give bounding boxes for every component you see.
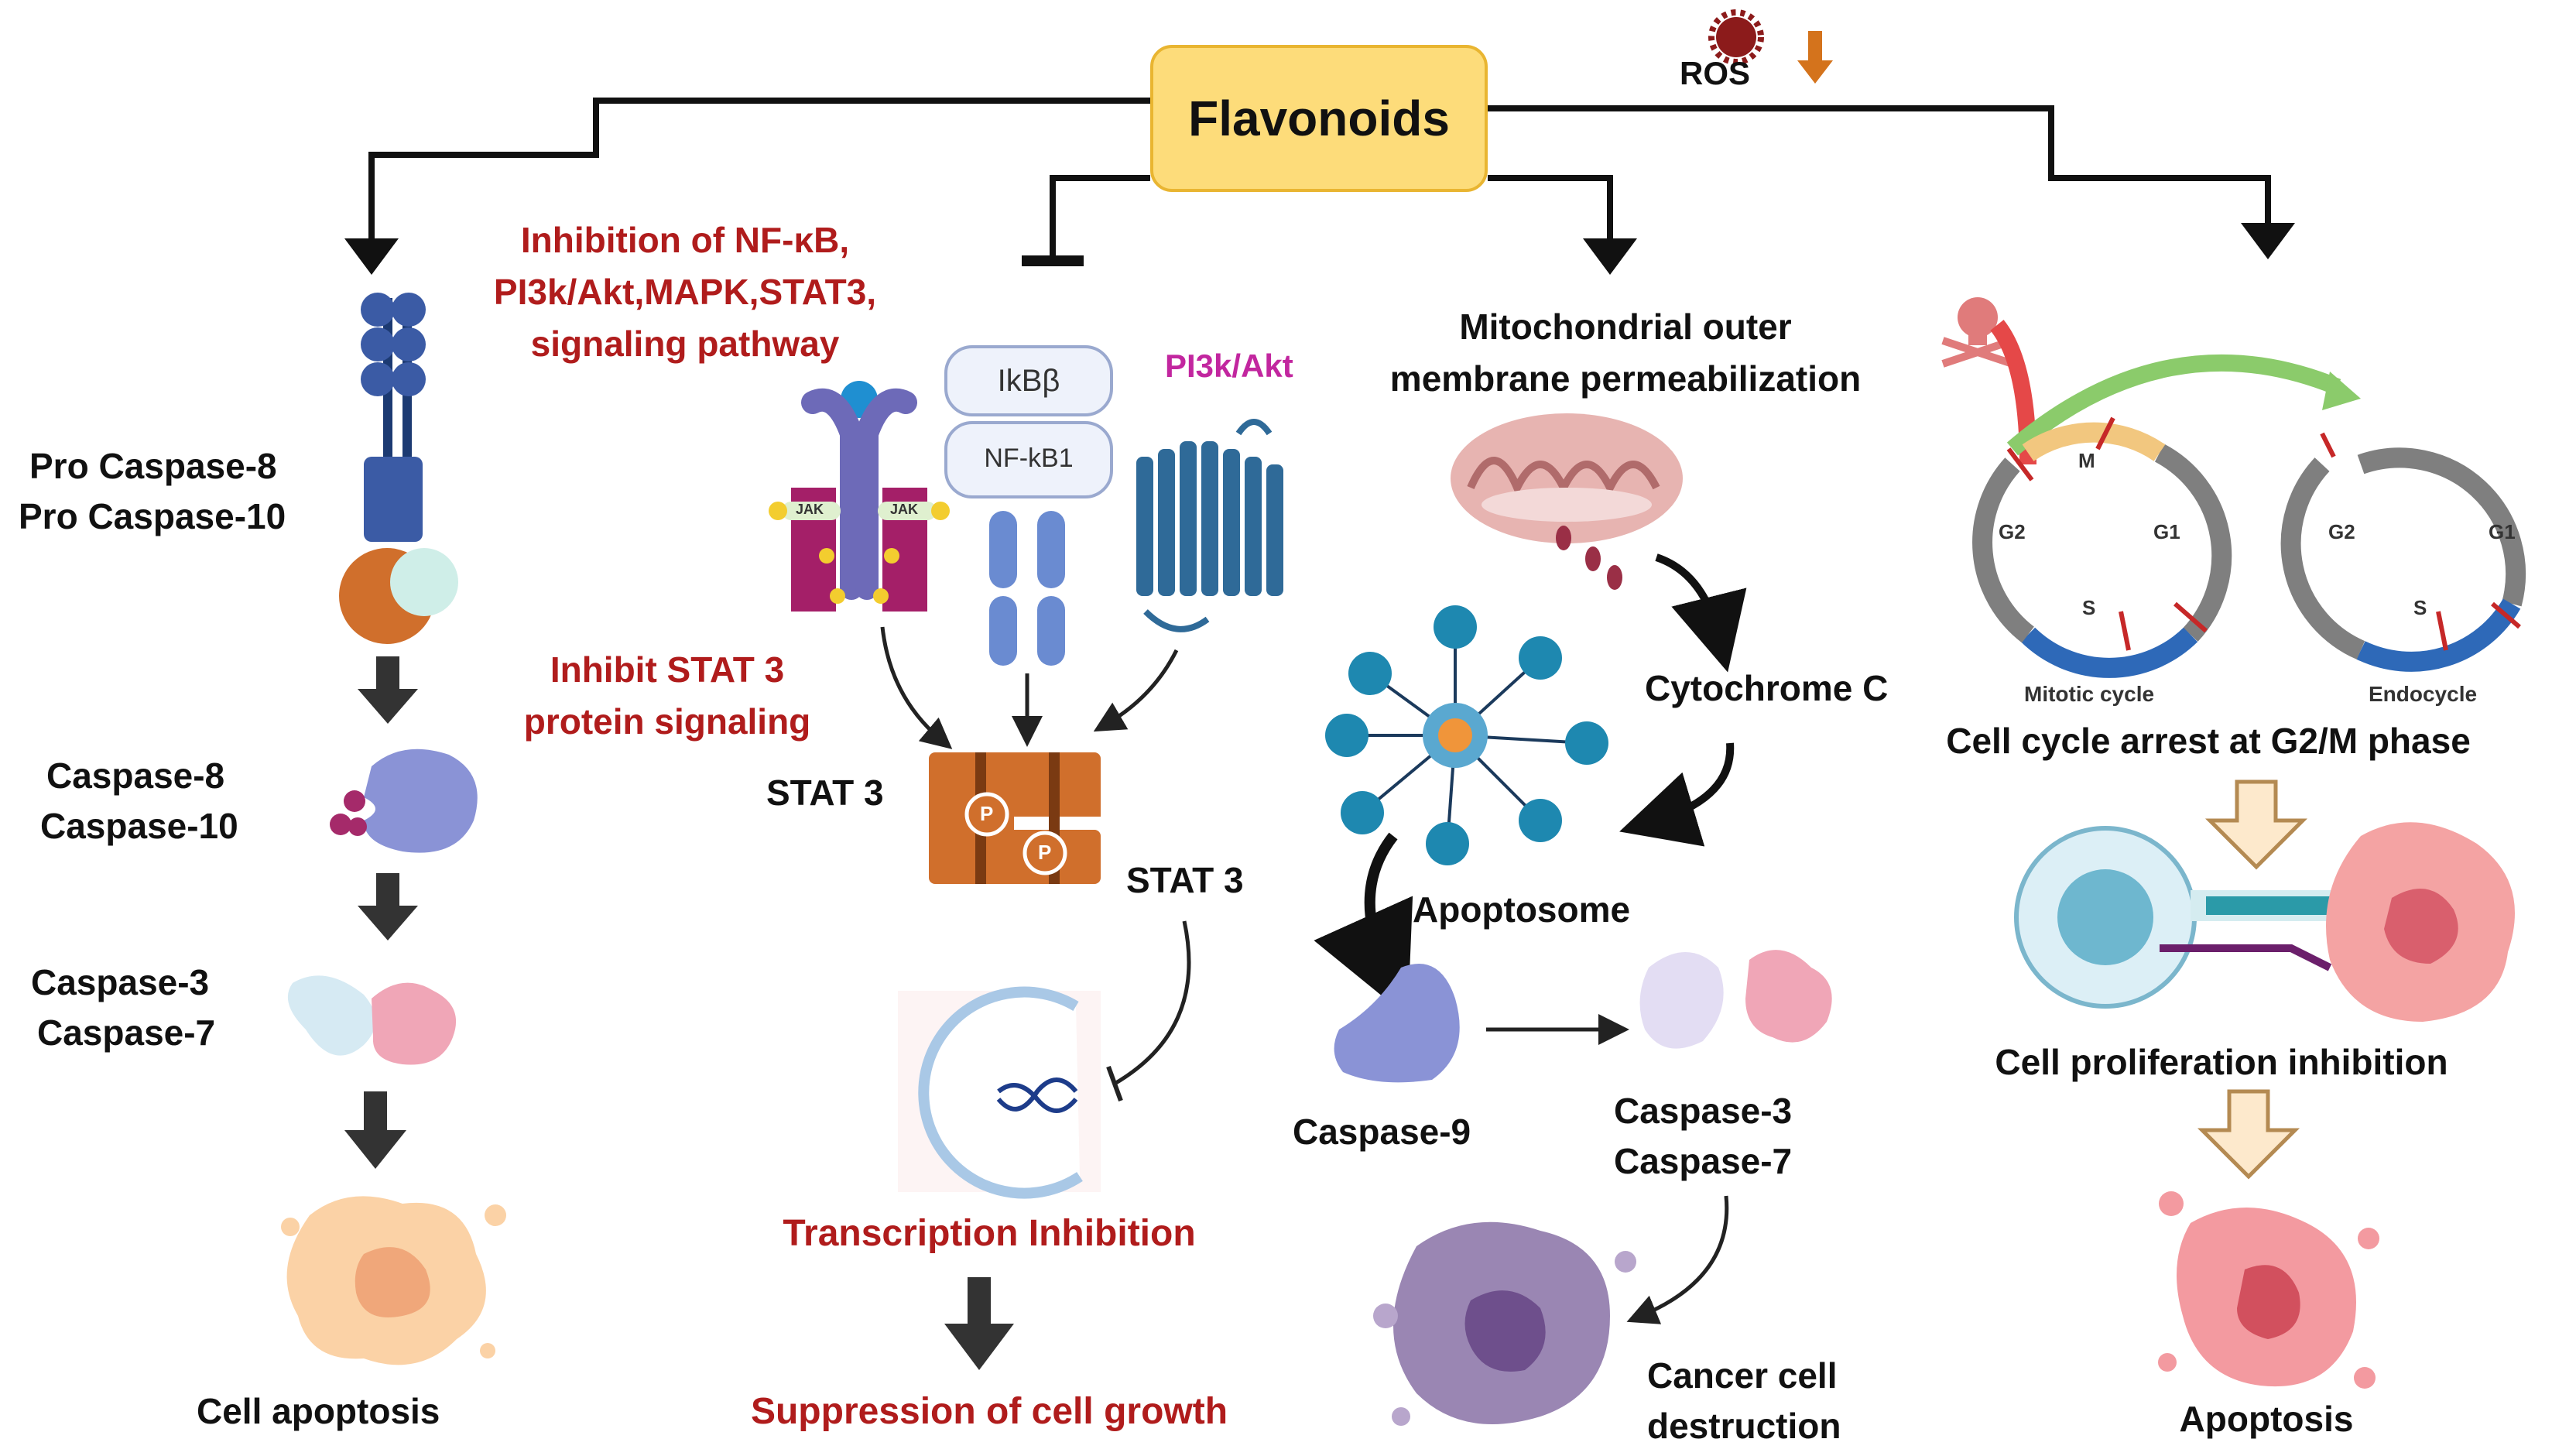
stat3-label-left: STAT 3 — [766, 773, 884, 813]
ros-label: ROS — [1680, 55, 1751, 91]
cell-apoptosis-label: Cell apoptosis — [197, 1391, 440, 1431]
caspase-3-7-mito-icon — [1639, 950, 1832, 1049]
arrow-apoptosome-to-caspase9 — [1314, 832, 1413, 1017]
arrowhead-left-branch — [344, 238, 399, 275]
pro-caspase-8-label: Pro Caspase-8 — [29, 446, 277, 486]
nucleus-dna-icon — [898, 986, 1101, 1199]
jak-label-left: JAK — [796, 502, 824, 517]
nfkb-protein-icon — [989, 511, 1065, 666]
jak-label-right: JAK — [890, 502, 919, 517]
phase-g1-mitotic: G1 — [2153, 520, 2180, 543]
nfkb-box — [944, 421, 1113, 498]
arrow-pi3k-to-stat3 — [1093, 649, 1179, 732]
stat3-note-line1: Inhibit STAT 3 — [550, 649, 785, 690]
caspase-8-label: Caspase-8 — [46, 755, 225, 796]
jak-receptor-icon — [769, 381, 950, 612]
flavonoids-title: Flavonoids — [1188, 91, 1450, 146]
flavonoids-box: Flavonoids — [1150, 45, 1488, 192]
endocycle-ring — [2280, 432, 2526, 672]
phase-g1-endo: G1 — [2489, 520, 2516, 543]
ikb-label: IkBβ — [997, 364, 1060, 398]
caspase-10-label: Caspase-10 — [40, 806, 238, 846]
apoptotic-body-icon — [2158, 1191, 2379, 1389]
inhibition-header-line1: Inhibition of NF-κB, — [520, 220, 850, 260]
arrow-transcription-down — [944, 1277, 1014, 1370]
inhibition-tee-nucleus — [1106, 1065, 1123, 1102]
stat3-dimer-icon — [929, 752, 1101, 884]
phase-s-endo: S — [2413, 596, 2427, 619]
cell-cycle-arrest-label: Cell cycle arrest at G2/M phase — [1946, 721, 2471, 761]
arrow-left-2 — [358, 873, 418, 940]
suppression-label: Suppression of cell growth — [750, 1391, 1228, 1432]
cytochrome-c-label: Cytochrome C — [1645, 668, 1889, 708]
pi3k-akt-label: PI3k/Akt — [1165, 348, 1293, 384]
p-label-2: P — [1038, 841, 1052, 864]
mito-header-line1: Mitochondrial outer — [1459, 307, 1792, 347]
caspase-3-label-left: Caspase-3 — [31, 962, 210, 1002]
phase-g2-mitotic: G2 — [1999, 520, 2026, 543]
pro-caspase-receptor-icon — [339, 293, 458, 644]
pro-caspase-10-label: Pro Caspase-10 — [19, 496, 286, 536]
immune-cancer-interaction-icon — [2014, 822, 2515, 1022]
hollow-arrow-2 — [2197, 1089, 2300, 1180]
caspase-8-10-icon — [330, 749, 478, 853]
ros-particle-icon — [1708, 9, 1764, 65]
phase-g2-endo: G2 — [2328, 520, 2355, 543]
apoptotic-cell-icon — [281, 1196, 506, 1365]
caspase-7-label-left: Caspase-7 — [37, 1012, 216, 1053]
cancer-cell-label: Cancer cell — [1647, 1355, 1838, 1396]
arrow-left-1 — [358, 656, 418, 724]
phase-s-mitotic: S — [2082, 596, 2096, 619]
arrow-cytochrome-to-apoptosome — [1619, 742, 1735, 847]
endocycle-caption: Endocycle — [2369, 682, 2478, 706]
apoptosome-icon — [1325, 605, 1608, 865]
phase-m-mitotic: M — [2078, 449, 2095, 472]
hollow-arrow-1 — [2204, 779, 2308, 870]
p-label-1: P — [980, 802, 994, 825]
mitochondrion-icon — [1451, 413, 1683, 590]
stat3-label-right: STAT 3 — [1126, 860, 1244, 900]
arrow-left-3 — [344, 1091, 406, 1169]
stat3-inhibits-nucleus-line — [1113, 920, 1191, 1086]
top-connector-lines — [368, 98, 2271, 259]
inhibition-header-line3: signaling pathway — [530, 324, 840, 364]
destruction-label: destruction — [1647, 1406, 1841, 1446]
arrow-jak-to-stat3 — [880, 626, 953, 749]
caspase-9-label: Caspase-9 — [1293, 1112, 1471, 1152]
caspase-3-label-mito: Caspase-3 — [1614, 1091, 1793, 1131]
arrowhead-cycle-branch — [2241, 223, 2295, 259]
apoptosome-label: Apoptosome — [1413, 889, 1631, 930]
ikb-box — [944, 345, 1113, 416]
nfkb-label: NF-kB1 — [984, 444, 1074, 473]
arrow-mito-to-cytochrome — [1655, 553, 1747, 673]
arrow-caspase37-to-destruction — [1626, 1195, 1729, 1324]
transcription-inhibition-label: Transcription Inhibition — [783, 1213, 1196, 1254]
cancer-cell-destruction-icon — [1373, 1221, 1636, 1426]
arc-to-endocycle — [2006, 354, 2341, 456]
ros-decrease-arrow-icon — [1797, 31, 1833, 84]
caspase-3-7-icon — [287, 975, 457, 1065]
arrowhead-mito-branch — [1583, 238, 1637, 275]
mitotic-cycle-caption: Mitotic cycle — [2024, 682, 2155, 706]
mitotic-cycle-ring — [1972, 416, 2232, 678]
stat3-note-line2: protein signaling — [523, 701, 811, 742]
cell-proliferation-label: Cell proliferation inhibition — [1995, 1042, 2448, 1082]
inhibition-tee-bar — [1022, 255, 1084, 266]
pi3k-akt-transmembrane-icon — [1136, 419, 1283, 632]
caspase-9-icon — [1334, 964, 1460, 1083]
inhibition-header-line2: PI3k/Akt,MAPK,STAT3, — [493, 272, 877, 312]
apoptosis-label: Apoptosis — [2179, 1399, 2354, 1439]
mito-header-line2: membrane permeabilization — [1389, 358, 1862, 399]
caspase-7-label-mito: Caspase-7 — [1614, 1141, 1793, 1181]
arc-arrowhead — [2322, 372, 2361, 410]
